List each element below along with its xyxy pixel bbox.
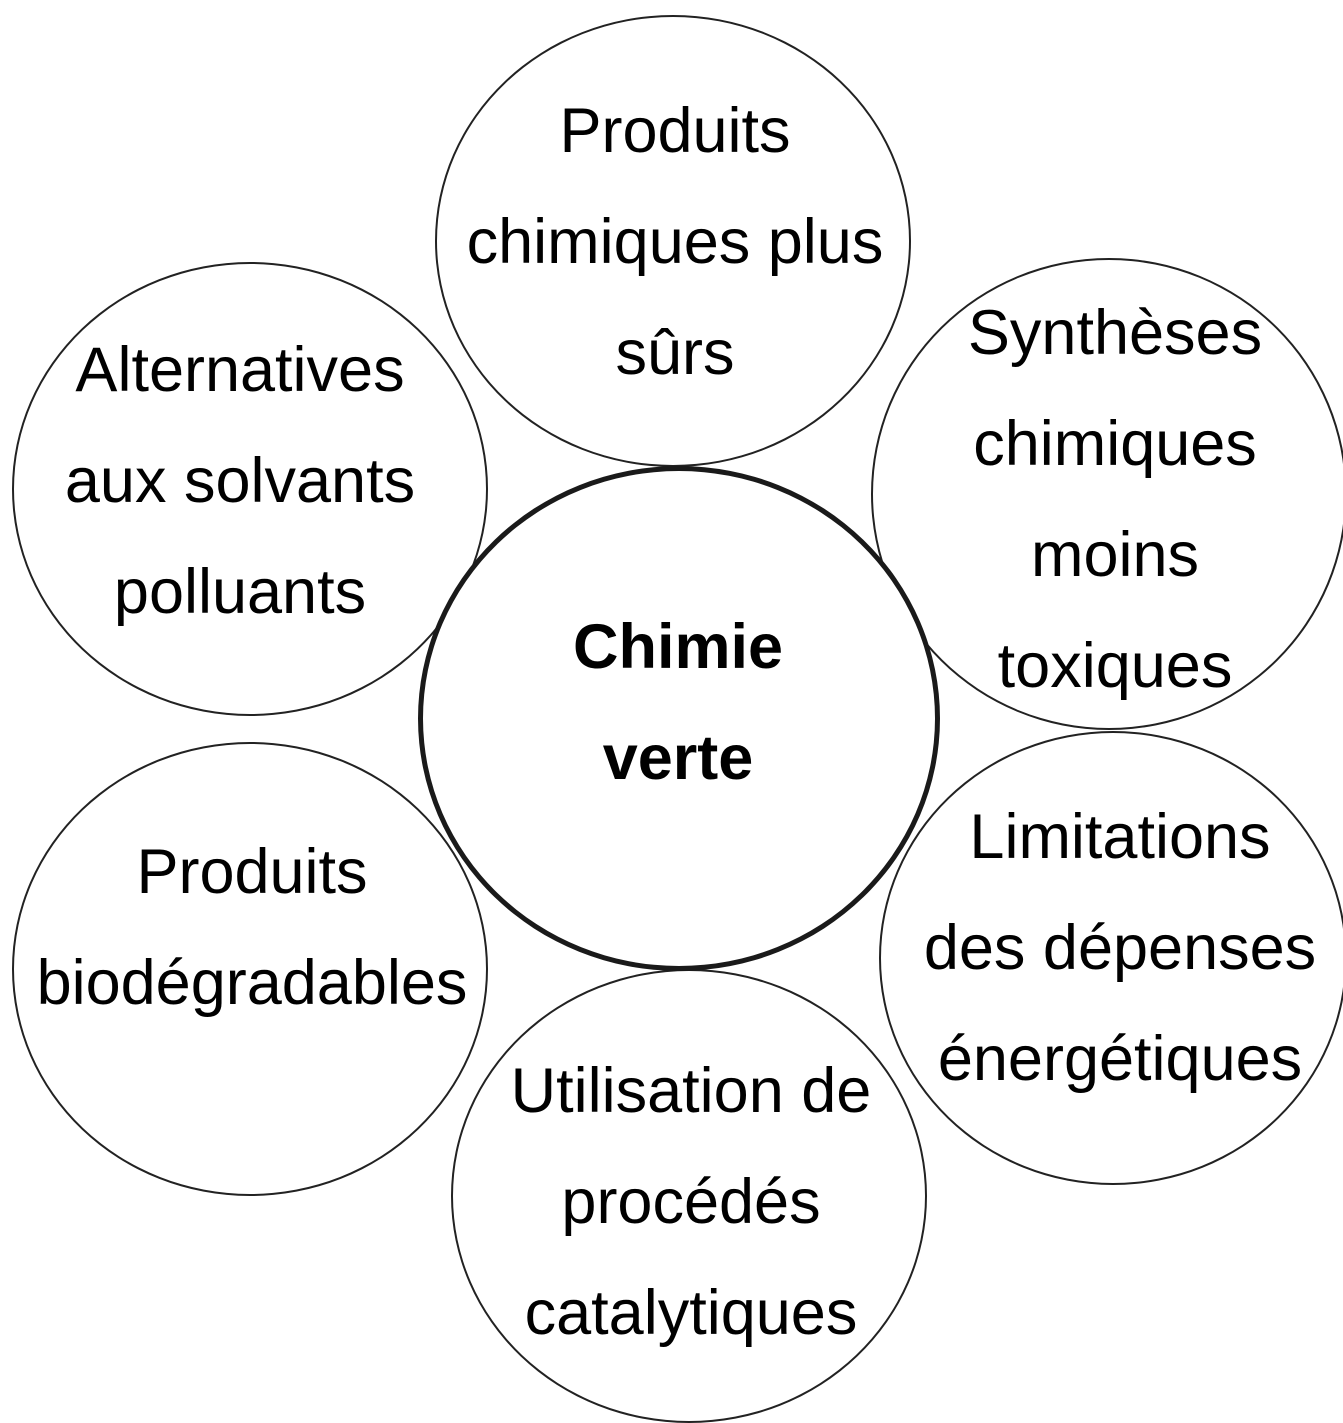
petal-label-line: Utilisation de <box>510 1056 872 1126</box>
petal-circle-bottom <box>451 969 927 1423</box>
petal-label-bottom: Utilisation de procédés catalytiques <box>451 1036 931 1369</box>
petal-label-line: sûrs <box>615 318 735 388</box>
petal-circle-lower-left <box>12 742 488 1196</box>
center-label-line: verte <box>602 723 754 793</box>
petal-label-line: Produits <box>136 837 368 907</box>
petal-label-line: chimiques <box>973 409 1257 479</box>
petal-label-line: toxiques <box>997 631 1233 701</box>
petal-label-lower-left: Produits biodégradables <box>12 817 492 1039</box>
petal-label-line: énergétiques <box>937 1024 1303 1094</box>
petal-label-top: Produits chimiques plus sûrs <box>435 76 915 409</box>
petal-label-line: des dépenses <box>923 913 1317 983</box>
petal-circle-upper-left <box>12 262 488 716</box>
petal-label-line: Limitations <box>969 802 1271 872</box>
petal-circle-lower-right <box>879 731 1343 1185</box>
petal-label-line: biodégradables <box>36 948 468 1018</box>
center-label: Chimie verte <box>438 592 918 814</box>
petal-label-lower-right: Limitations des dépenses énergétiques <box>880 782 1343 1115</box>
petal-label-line: polluants <box>113 557 367 627</box>
petal-circle-top <box>435 15 911 467</box>
petal-label-line: catalytiques <box>524 1278 858 1348</box>
petal-label-line: Alternatives <box>75 335 405 405</box>
center-circle <box>418 466 940 971</box>
petal-label-upper-right: Synthèses chimiques moins toxiques <box>875 278 1343 722</box>
petal-label-line: Synthèses <box>967 298 1263 368</box>
petal-circle-upper-right <box>871 258 1343 730</box>
center-label-line: Chimie <box>572 612 784 682</box>
petal-label-line: procédés <box>561 1167 821 1237</box>
petal-label-line: moins <box>1030 520 1200 590</box>
petal-label-line: aux solvants <box>64 446 416 516</box>
petal-label-line: Produits <box>559 96 791 166</box>
petal-label-line: chimiques plus <box>466 207 884 277</box>
petal-label-upper-left: Alternatives aux solvants polluants <box>0 315 480 648</box>
